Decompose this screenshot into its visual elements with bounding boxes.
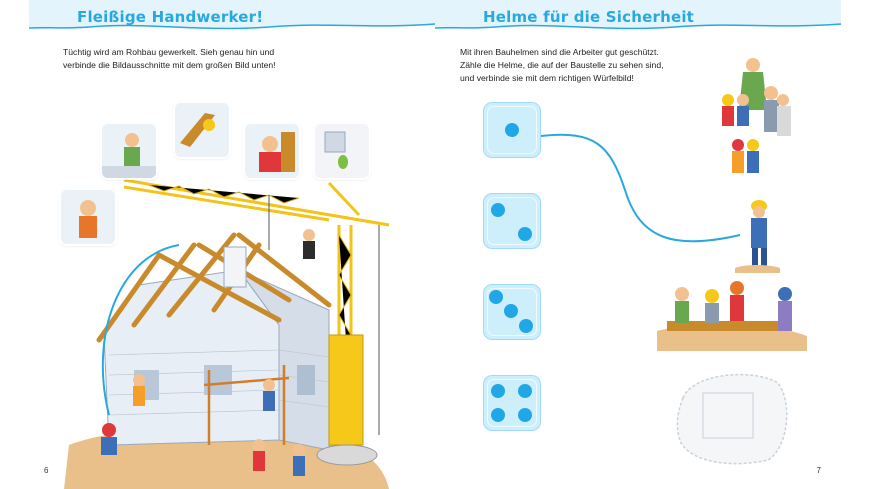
die-pip — [518, 384, 532, 398]
die-pip — [504, 304, 518, 318]
die-pip — [518, 408, 532, 422]
detail-thumbnail-2 — [102, 124, 156, 178]
detail-thumbnail-3 — [175, 103, 229, 157]
die-pip — [519, 319, 533, 333]
worker-group-family — [722, 58, 791, 173]
faded-sticker-outline — [676, 373, 788, 465]
instruction-line: Mit ihren Bauhelmen sind die Arbeiter gu… — [460, 47, 659, 57]
die-four[interactable] — [483, 375, 541, 431]
right-page: Helme für die Sicherheit Mit ihren Bauhe… — [435, 0, 841, 489]
instructions: Mit ihren Bauhelmen sind die Arbeiter gu… — [460, 46, 664, 85]
page-title: Fleißige Handwerker! — [77, 8, 264, 26]
instructions: Tüchtig wird am Rohbau gewerkelt. Sieh g… — [63, 46, 276, 72]
die-pip — [491, 203, 505, 217]
worker-figures — [101, 229, 315, 476]
header-band — [29, 0, 435, 30]
die-pip — [491, 384, 505, 398]
page-number: 6 — [44, 466, 49, 475]
die-pip — [489, 290, 503, 304]
instruction-line: und verbinde sie mit dem richtigen Würfe… — [460, 73, 634, 83]
construction-site-illustration — [64, 178, 390, 489]
die-one[interactable] — [483, 102, 541, 158]
die-three[interactable] — [483, 284, 541, 340]
detail-thumbnail-1 — [61, 190, 115, 244]
instruction-line: verbinde die Bildausschnitte mit dem gro… — [63, 60, 276, 70]
die-pip — [505, 123, 519, 137]
page-number: 7 — [816, 466, 821, 475]
worker-with-helmet — [735, 200, 780, 273]
page-title: Helme für die Sicherheit — [483, 8, 695, 26]
instruction-line: Tüchtig wird am Rohbau gewerkelt. Sieh g… — [63, 47, 275, 57]
detail-thumbnail-4 — [245, 124, 299, 178]
die-pip — [491, 408, 505, 422]
worker-group-break — [657, 281, 807, 351]
instruction-line: Zähle die Helme, die auf der Baustelle z… — [460, 60, 664, 70]
connection-line — [540, 133, 741, 243]
die-pip — [518, 227, 532, 241]
detail-thumbnail-5 — [315, 124, 369, 178]
left-page: Fleißige Handwerker! Tüchtig wird am Roh… — [29, 0, 435, 489]
die-two[interactable] — [483, 193, 541, 249]
header-band — [435, 0, 841, 30]
